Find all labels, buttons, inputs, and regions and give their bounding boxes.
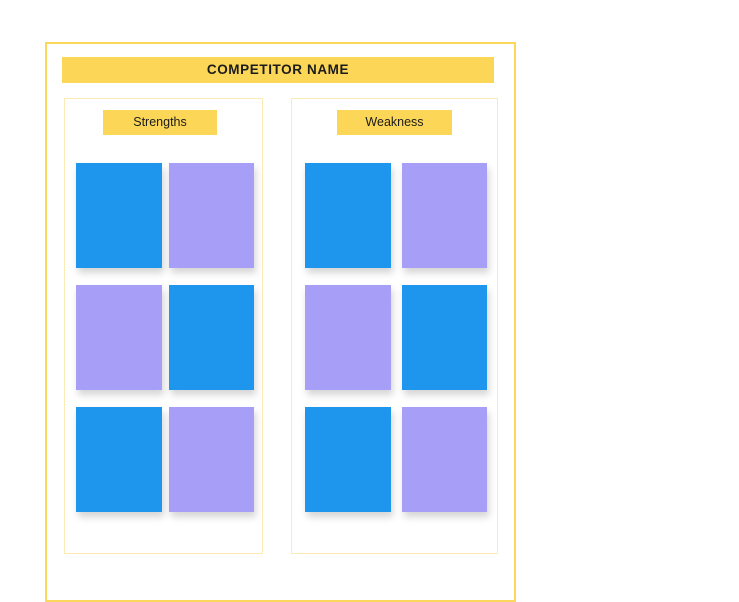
card-strengths-1[interactable]	[76, 163, 162, 268]
card-grid-strengths	[76, 163, 254, 512]
section-chip-strengths[interactable]: Strengths	[103, 110, 217, 135]
section-label-weakness: Weakness	[365, 115, 424, 130]
card-grid-weakness	[305, 163, 487, 512]
card-weakness-2[interactable]	[402, 163, 487, 268]
section-label-strengths: Strengths	[133, 115, 187, 130]
card-weakness-5[interactable]	[305, 407, 391, 512]
card-strengths-2[interactable]	[169, 163, 254, 268]
card-strengths-6[interactable]	[169, 407, 254, 512]
card-strengths-3[interactable]	[76, 285, 162, 390]
section-chip-weakness[interactable]: Weakness	[337, 110, 452, 135]
card-weakness-3[interactable]	[305, 285, 391, 390]
card-strengths-5[interactable]	[76, 407, 162, 512]
competitor-title-banner[interactable]: COMPETITOR NAME	[62, 57, 494, 83]
card-strengths-4[interactable]	[169, 285, 254, 390]
page-title: COMPETITOR NAME	[206, 62, 350, 78]
card-weakness-1[interactable]	[305, 163, 391, 268]
card-weakness-6[interactable]	[402, 407, 487, 512]
card-weakness-4[interactable]	[402, 285, 487, 390]
slide-canvas: COMPETITOR NAME Strengths Weakness	[45, 42, 516, 602]
